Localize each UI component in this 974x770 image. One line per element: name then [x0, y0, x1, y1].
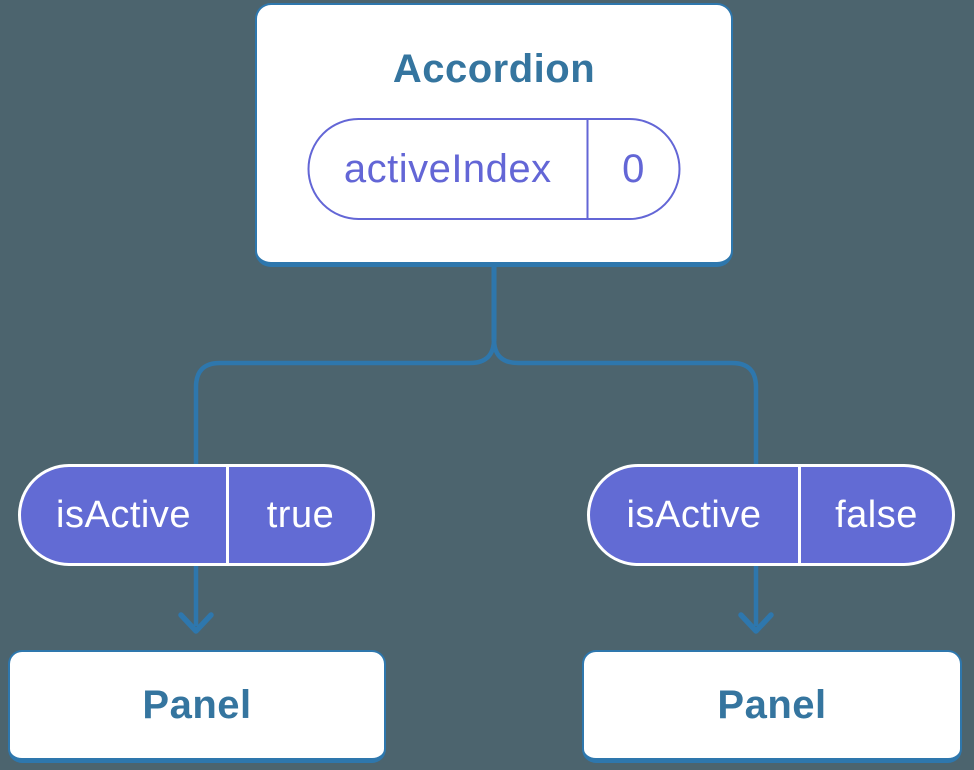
state-value: 0 [622, 146, 645, 191]
state-name: activeIndex [343, 146, 552, 191]
prop-value: false [835, 493, 918, 536]
right-branch-line [491, 338, 759, 626]
left-arrowhead-icon [178, 612, 214, 634]
panel-node-left: Panel [8, 650, 386, 763]
right-arrowhead-icon [738, 612, 774, 634]
panel-node-right: Panel [582, 650, 962, 763]
prop-name: isActive [626, 493, 762, 536]
accordion-node: Accordion activeIndex 0 [255, 3, 733, 267]
prop-name: isActive [56, 493, 191, 536]
state-pill: activeIndex 0 [307, 118, 681, 220]
prop-pill-divider [798, 467, 801, 563]
panel-node-title: Panel [717, 682, 827, 727]
left-branch-line [193, 338, 497, 626]
state-pill-divider [586, 120, 589, 218]
prop-pill-divider [226, 467, 229, 563]
prop-pill-isactive-true: isActive true [18, 464, 375, 566]
panel-node-title: Panel [142, 682, 252, 727]
accordion-node-title: Accordion [392, 47, 596, 91]
prop-value: true [266, 493, 335, 536]
prop-pill-isactive-false: isActive false [587, 464, 955, 566]
